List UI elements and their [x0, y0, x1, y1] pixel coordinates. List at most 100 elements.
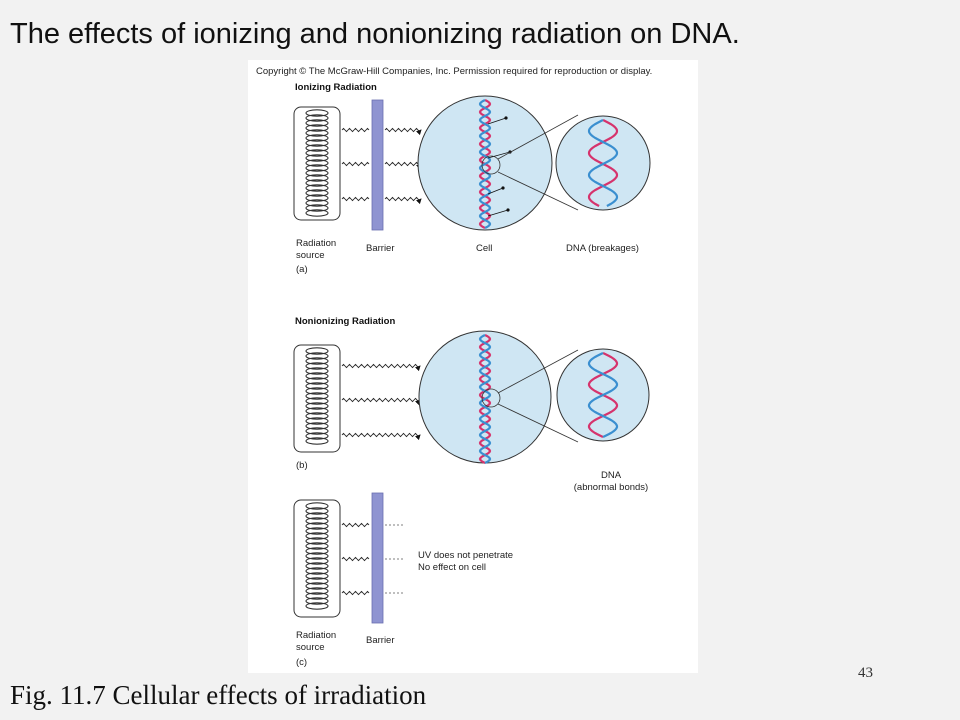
coil-loop: [305, 572, 329, 580]
electron-track: [487, 187, 504, 195]
barrier-label-c: Barrier: [366, 635, 395, 646]
coil-loop: [305, 149, 329, 157]
barrier-a: [371, 99, 384, 231]
radiation-ray: [341, 127, 370, 133]
panel-a: [293, 95, 651, 231]
dna-breakages-label: DNA (breakages): [566, 243, 639, 254]
coil-loop: [305, 602, 329, 610]
coil-loop: [305, 587, 329, 595]
radiation-source-label-c: Radiation source: [296, 630, 337, 653]
copyright-notice: Copyright © The McGraw-Hill Companies, I…: [256, 66, 653, 77]
coil-loop: [305, 109, 329, 117]
coil-loop: [305, 432, 329, 440]
radiation-source-label-a: Radiation source: [296, 238, 337, 261]
barrier-c: [371, 492, 384, 624]
coil-loop: [305, 522, 329, 530]
coil-loop: [305, 397, 329, 405]
coil-loop: [305, 199, 329, 207]
source-housing: [293, 106, 341, 221]
figure-caption: Fig. 11.7 Cellular effects of irradiatio…: [10, 680, 427, 710]
coil-loop: [305, 542, 329, 550]
coil-loop: [305, 174, 329, 182]
coil-loop: [305, 159, 329, 167]
coil-loop: [305, 597, 329, 605]
coil-loop: [305, 532, 329, 540]
radiation-ray: [384, 161, 422, 170]
coil-loop: [305, 209, 329, 217]
coil-loop: [305, 427, 329, 435]
zoom-line: [497, 171, 579, 211]
coil-loop: [305, 502, 329, 510]
radiation-ray: [341, 590, 370, 596]
ejected-electron: [506, 208, 510, 212]
slide-number: 43: [858, 665, 873, 681]
radiation-ray: [384, 127, 422, 136]
coil-loop: [305, 547, 329, 555]
ionizing-heading: Ionizing Radiation: [295, 82, 377, 93]
coil-loop: [305, 517, 329, 525]
coil-loop: [305, 592, 329, 600]
coil-loop: [305, 507, 329, 515]
electron-track: [487, 209, 509, 217]
coil-loop: [305, 582, 329, 590]
coil-loop: [305, 392, 329, 400]
coil-loop: [305, 407, 329, 415]
coil-loop: [305, 129, 329, 137]
panel-b: [293, 330, 650, 464]
coil-loop: [305, 562, 329, 570]
coil-loop: [305, 124, 329, 132]
coil-loop: [305, 377, 329, 385]
coil-loop: [305, 352, 329, 360]
barrier-label-a: Barrier: [366, 243, 395, 254]
dna-abnormal-bonds-label: DNA (abnormal bonds): [573, 470, 649, 493]
coil-loop: [305, 114, 329, 122]
coil-loop: [305, 512, 329, 520]
radiation-diagram: [293, 95, 651, 624]
uv-note: UV does not penetrate No effect on cell: [418, 550, 514, 573]
coil-loop: [305, 557, 329, 565]
radiation-ray: [341, 161, 370, 167]
coil-loop: [305, 387, 329, 395]
coil-loop: [305, 164, 329, 172]
coil-loop: [305, 402, 329, 410]
panel-letter-b: (b): [296, 460, 308, 471]
slide-title: The effects of ionizing and nonionizing …: [10, 18, 740, 50]
source-housing: [293, 499, 341, 618]
coil-loop: [305, 417, 329, 425]
coil-loop: [305, 422, 329, 430]
cell-label: Cell: [476, 243, 493, 254]
coil-loop: [305, 169, 329, 177]
coil-loop: [305, 382, 329, 390]
dna-strand-blue: [478, 99, 492, 229]
panel-letter-a: (a): [296, 264, 308, 275]
panel-letter-c: (c): [296, 657, 308, 668]
coil-loop: [305, 367, 329, 375]
coil-loop: [305, 194, 329, 202]
ejected-electron: [501, 186, 505, 190]
source-housing: [293, 344, 341, 453]
radiation-ray: [341, 556, 370, 562]
panel-c: [293, 492, 403, 624]
coil-loop: [305, 119, 329, 127]
coil-loop: [305, 412, 329, 420]
coil-loop: [305, 154, 329, 162]
radiation-ray: [341, 363, 421, 372]
zoom-target-a: [481, 155, 501, 175]
coil-loop: [305, 204, 329, 212]
coil-loop: [305, 139, 329, 147]
coil-loop: [305, 144, 329, 152]
coil-loop: [305, 577, 329, 585]
coil-loop: [305, 184, 329, 192]
dna-strand-blue: [587, 352, 619, 438]
zoom-target-b: [481, 388, 501, 408]
radiation-ray: [341, 432, 421, 441]
coil-loop: [305, 437, 329, 445]
coil-loop: [305, 372, 329, 380]
coil-loop: [305, 357, 329, 365]
radiation-ray: [384, 196, 422, 205]
nonionizing-heading: Nonionizing Radiation: [295, 316, 396, 327]
zoom-line: [497, 114, 579, 160]
zoom-line: [497, 403, 579, 443]
dna-strand-blue: [478, 334, 492, 464]
figure-panel: Copyright © The McGraw-Hill Companies, I…: [248, 60, 698, 673]
